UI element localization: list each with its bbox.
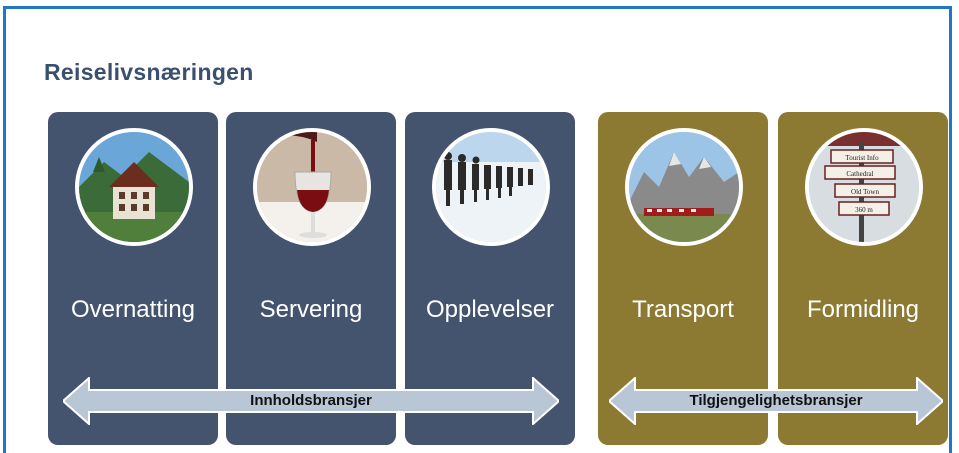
card-label-overnatting: Overnatting (70, 296, 196, 323)
card-label-servering: Servering (259, 296, 363, 323)
signpost-line-3: Old Town (851, 188, 879, 196)
arrow-label-innholdsbransjer: Innholdsbransjer (250, 392, 372, 409)
signpost-line-2: Cathedral (846, 170, 873, 178)
card-label-transport: Transport (632, 296, 734, 323)
card-label-opplevelser: Opplevelser (425, 296, 555, 323)
signpost-line-4: 360 m (855, 206, 873, 214)
double-arrow-icon (609, 377, 943, 425)
page-title: Reiselivsnæringen (44, 59, 254, 85)
signpost-photo: Tourist Info Cathedral Old Town 360 m (805, 128, 923, 246)
card-overnatting: Overnatting (48, 112, 218, 445)
tilgjengelighetsbransjer-arrow: Tilgjengelighetsbransjer (609, 377, 943, 425)
arrow-label-tilgjengelighetsbransjer: Tilgjengelighetsbransjer (689, 392, 863, 409)
hikers-photo (432, 128, 550, 246)
signpost-line-1: Tourist Info (845, 154, 879, 162)
slide-frame: Reiselivsnæringen Overnatting (3, 6, 952, 453)
double-arrow-icon (63, 377, 559, 425)
innholdsbransjer-arrow: Innholdsbransjer (63, 377, 559, 425)
wine-glass-photo (253, 128, 371, 246)
card-label-formidling: Formidling (806, 296, 920, 323)
hotel-photo (75, 128, 193, 246)
mountain-train-photo (625, 128, 743, 246)
